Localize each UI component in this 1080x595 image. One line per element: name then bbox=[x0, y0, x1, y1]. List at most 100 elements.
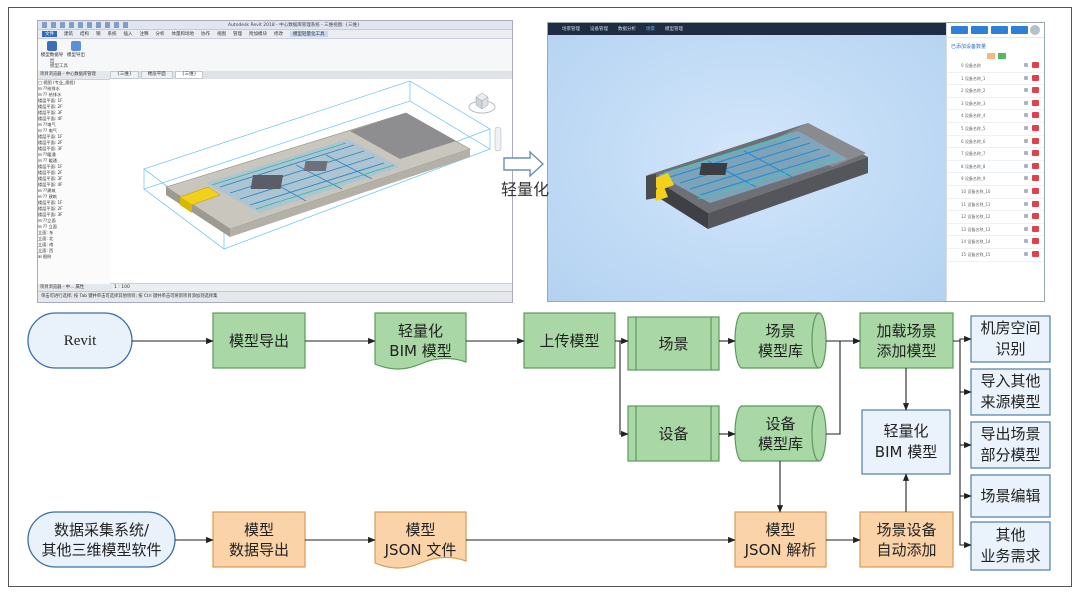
menu-tab[interactable]: 插入 bbox=[123, 32, 133, 37]
tree-item[interactable]: ⊟ ?? 给排水 bbox=[38, 92, 62, 97]
tree-item[interactable]: □ 视图 (专业_规程) bbox=[38, 80, 76, 85]
tree-item[interactable]: ⊞ 图例 bbox=[38, 254, 52, 259]
filter-chip[interactable] bbox=[987, 53, 995, 59]
tree-item[interactable]: 楼层平面: 2F bbox=[38, 140, 63, 145]
viewer-3d-scene[interactable] bbox=[548, 35, 946, 301]
browser-properties-tabs[interactable]: 项目浏览器 - 中... 属性 bbox=[38, 284, 112, 292]
delete-icon[interactable] bbox=[1032, 150, 1039, 157]
edit-icon[interactable] bbox=[1024, 214, 1028, 219]
menu-tab[interactable]: 管理 bbox=[233, 32, 242, 37]
tree-item[interactable]: 楼层平面: 4F bbox=[38, 116, 63, 121]
delete-icon[interactable] bbox=[1032, 112, 1039, 119]
tree-item[interactable]: 楼层平面: 1F bbox=[38, 200, 63, 205]
delete-icon[interactable] bbox=[1032, 162, 1039, 169]
menu-tab[interactable]: 钢 bbox=[96, 32, 101, 37]
edit-icon[interactable] bbox=[1024, 163, 1028, 168]
delete-icon[interactable] bbox=[1032, 225, 1039, 232]
avatar[interactable] bbox=[1030, 25, 1040, 35]
table-row[interactable]: 3 设备名称_3 bbox=[947, 98, 1044, 111]
delete-icon[interactable] bbox=[1032, 87, 1039, 94]
edit-icon[interactable] bbox=[1024, 100, 1028, 105]
menu-tab[interactable]: 分析 bbox=[155, 32, 165, 37]
revit-3d-view[interactable] bbox=[110, 79, 512, 284]
view-scale[interactable]: 1 : 100 bbox=[114, 285, 130, 290]
view-tab[interactable]: 楼层平面 bbox=[140, 71, 173, 79]
table-row[interactable]: 14 设备名称_14 bbox=[947, 236, 1044, 249]
table-row[interactable]: 6 设备名称_6 bbox=[947, 136, 1044, 149]
menu-tab[interactable]: 文件 bbox=[42, 31, 57, 37]
viewer-nav-item[interactable]: 数据分析 bbox=[618, 27, 636, 32]
menu-tab[interactable]: 体量和场地 bbox=[171, 32, 195, 37]
navigation-bar-icon[interactable] bbox=[494, 126, 502, 152]
tree-item[interactable]: 楼层平面: 1F bbox=[38, 134, 63, 139]
tree-item[interactable]: 楼层平面: 3F bbox=[38, 110, 63, 115]
table-row[interactable]: 8 设备名称_8 bbox=[947, 161, 1044, 174]
table-row[interactable]: 7 设备名称_7 bbox=[947, 148, 1044, 161]
edit-icon[interactable] bbox=[1024, 239, 1028, 244]
delete-icon[interactable] bbox=[1032, 74, 1039, 81]
edit-icon[interactable] bbox=[1024, 176, 1028, 181]
table-row[interactable]: 13 设备名称_13 bbox=[947, 224, 1044, 237]
view-cube-icon[interactable] bbox=[468, 92, 496, 114]
table-row[interactable]: 10 设备名称_10 bbox=[947, 186, 1044, 199]
menu-tab[interactable]: 系统 bbox=[107, 32, 117, 37]
tree-item[interactable]: 立面: 西 bbox=[38, 248, 54, 253]
tree-item[interactable]: 立面: 南 bbox=[38, 242, 54, 247]
viewer-nav-item[interactable]: 场景 bbox=[646, 27, 655, 32]
edit-icon[interactable] bbox=[1024, 251, 1028, 256]
tree-item[interactable]: ⊟ ?? 立面 bbox=[38, 224, 57, 229]
tree-item[interactable]: 楼层平面: 2F bbox=[38, 170, 63, 175]
table-row[interactable]: 1 设备名称_1 bbox=[947, 73, 1044, 86]
delete-icon[interactable] bbox=[1032, 175, 1039, 182]
panel-button-2[interactable] bbox=[971, 26, 988, 34]
edit-icon[interactable] bbox=[1024, 201, 1028, 206]
tree-item[interactable]: 立面: 东 bbox=[38, 230, 54, 235]
tree-item[interactable]: 楼层平面: 3F bbox=[38, 212, 63, 217]
viewer-nav-item[interactable]: 设备管理 bbox=[590, 27, 608, 32]
tree-item[interactable]: 楼层平面: 1F bbox=[38, 164, 63, 169]
tree-item[interactable]: 楼层平面: 2F bbox=[38, 104, 63, 109]
tree-item[interactable]: 立面: 北 bbox=[38, 236, 54, 241]
ribbon-button-data-export[interactable]: 模型数据导出 bbox=[40, 41, 64, 64]
panel-button-1[interactable] bbox=[951, 26, 968, 34]
delete-icon[interactable] bbox=[1032, 124, 1039, 131]
tree-item[interactable]: ⊟ ?? 电气 bbox=[38, 128, 57, 133]
menu-tab[interactable]: 建筑 bbox=[64, 32, 73, 37]
table-row[interactable]: 5 设备名称_5 bbox=[947, 123, 1044, 136]
edit-icon[interactable] bbox=[1024, 151, 1028, 156]
tree-item[interactable]: 楼层平面: 2F bbox=[38, 206, 63, 211]
tree-item[interactable]: 楼层平面: 1F bbox=[38, 98, 63, 103]
menu-tab[interactable]: 注释 bbox=[139, 32, 149, 37]
tree-item[interactable]: 楼层平面: 3F bbox=[38, 146, 63, 151]
menu-tab[interactable]: 修改 bbox=[274, 32, 283, 37]
table-row[interactable]: 0 设备名称 bbox=[947, 60, 1044, 73]
panel-button-4[interactable] bbox=[1011, 26, 1028, 34]
edit-icon[interactable] bbox=[1024, 226, 1028, 231]
table-row[interactable]: 4 设备名称_4 bbox=[947, 110, 1044, 123]
tree-item[interactable]: ⊟ ??电气 bbox=[38, 122, 56, 127]
table-row[interactable]: 11 设备名称_11 bbox=[947, 199, 1044, 212]
tree-item[interactable]: ⊟ ?? 建筑 bbox=[38, 194, 57, 199]
delete-icon[interactable] bbox=[1032, 187, 1039, 194]
ribbon-button-model-export[interactable]: 模型导出 bbox=[64, 41, 88, 58]
delete-icon[interactable] bbox=[1032, 137, 1039, 144]
edit-icon[interactable] bbox=[1024, 88, 1028, 93]
edit-icon[interactable] bbox=[1024, 138, 1028, 143]
view-tab[interactable]: {三维} bbox=[174, 71, 204, 79]
delete-icon[interactable] bbox=[1032, 238, 1039, 245]
tree-item[interactable]: 楼层平面: 3F bbox=[38, 176, 63, 181]
panel-button-3[interactable] bbox=[991, 26, 1008, 34]
menu-tab[interactable]: 附加模块 bbox=[249, 32, 267, 37]
edit-icon[interactable] bbox=[1024, 125, 1028, 130]
viewer-nav-item[interactable]: 模型管理 bbox=[665, 27, 683, 32]
delete-icon[interactable] bbox=[1032, 99, 1039, 106]
edit-icon[interactable] bbox=[1024, 75, 1028, 80]
menu-tab[interactable]: 协作 bbox=[201, 32, 210, 37]
delete-icon[interactable] bbox=[1032, 213, 1039, 220]
menu-tab[interactable]: 结构 bbox=[80, 32, 89, 37]
filter-chip[interactable] bbox=[998, 53, 1006, 59]
delete-icon[interactable] bbox=[1032, 250, 1039, 257]
table-row[interactable]: 12 设备名称_12 bbox=[947, 211, 1044, 224]
edit-icon[interactable] bbox=[1024, 113, 1028, 118]
edit-icon[interactable] bbox=[1024, 188, 1028, 193]
